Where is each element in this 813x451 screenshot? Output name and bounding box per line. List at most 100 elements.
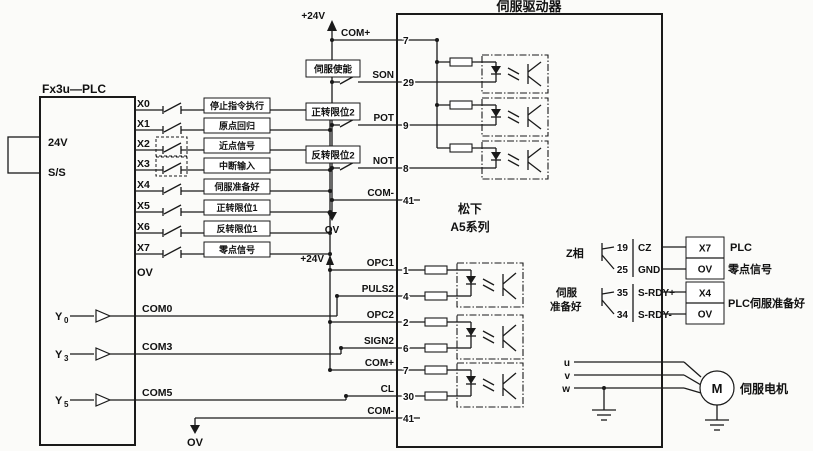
- term-x7: X7: [699, 244, 712, 255]
- brand-line2: A5系列: [450, 219, 489, 234]
- optocoupler-son: [481, 54, 549, 94]
- output-sub-y3: 3: [64, 354, 69, 363]
- not-signal: NOT: [373, 156, 394, 167]
- top-com-plus-pin: 7: [403, 36, 409, 47]
- plc-24v-label: 24V: [48, 137, 68, 149]
- plus24-arrow-mid: [326, 255, 334, 265]
- input-pin-x4: X4: [137, 179, 150, 191]
- input-pin-x0: X0: [137, 98, 150, 110]
- top-com-plus-label: COM+: [341, 28, 370, 39]
- input-label-x6: 反转限位1: [216, 223, 257, 234]
- input-pin-x3: X3: [137, 158, 150, 170]
- input-label-x2: 近点信号: [219, 140, 255, 151]
- phase-w: w: [561, 384, 570, 395]
- plc-servo-ready-tag: PLC伺服准备好: [728, 296, 805, 310]
- sign2-signal: SIGN2: [364, 336, 394, 347]
- feedback-section: Z相 19 CZ 25 GND X7 OV PLC 零点信号 伺服 准备好 35…: [550, 236, 805, 325]
- plus24-arrow-top: [327, 20, 337, 31]
- srdy-minus-pin: 34: [617, 310, 629, 321]
- mid-com-plus-signal: COM+: [365, 358, 394, 369]
- opc1-pin: 1: [403, 266, 409, 277]
- input-pin-x7: X7: [137, 242, 150, 254]
- fwd-limit2-label: 正转限位2: [311, 107, 354, 119]
- cz-pin: 19: [617, 243, 629, 254]
- srdy-plus-pin: 35: [617, 288, 629, 299]
- servo-enable-label: 伺服使能: [313, 64, 353, 76]
- plc-ss-label: S/S: [48, 167, 66, 179]
- output-sub-y5: 5: [64, 400, 69, 409]
- servo-motor-label: 伺服电机: [739, 381, 788, 396]
- opc1-signal: OPC1: [367, 258, 395, 269]
- not-pin: 8: [403, 164, 409, 175]
- earth-ground-driver: [592, 409, 616, 421]
- input-pin-x6: X6: [137, 221, 150, 233]
- pulse-signal-section: OPC1 1 PULS2 4 OPC2 2 SIGN2 6 COM+ 7 CL …: [195, 258, 524, 427]
- input-label-x4: 伺服准备好: [213, 181, 259, 192]
- optocoupler-cl: [456, 362, 524, 408]
- input-label-x3: 中断输入: [219, 160, 255, 171]
- term-ov-zero: OV: [698, 265, 713, 276]
- optocoupler-not: [481, 140, 549, 180]
- son-signal: SON: [372, 70, 394, 81]
- input-label-x0: 停止指令执行: [210, 100, 264, 111]
- input-pin-x1: X1: [137, 118, 150, 130]
- output-pin-y5: Y: [55, 395, 63, 407]
- proximity-sensor-box-x3: [155, 156, 188, 177]
- motor-m: M: [712, 381, 723, 396]
- servo-driver-title: 伺服驱动器: [495, 0, 562, 14]
- top-com-minus-label: COM-: [367, 188, 394, 199]
- output-transistor-y5: [95, 393, 112, 407]
- plus24-label-mid: +24V: [300, 254, 324, 265]
- output-transistor-y0: [95, 309, 112, 323]
- term-x4: X4: [699, 289, 712, 300]
- puls2-pin: 4: [403, 292, 409, 303]
- cl-pin: 30: [403, 392, 415, 403]
- optocoupler-puls: [456, 262, 524, 308]
- bottom-ov-label: OV: [187, 437, 204, 449]
- input-pin-x2: X2: [137, 138, 150, 150]
- sign2-pin: 6: [403, 344, 409, 355]
- mid-com-minus-pin: 41: [403, 414, 415, 425]
- plus24-label-top: +24V: [301, 11, 325, 22]
- com3-label: COM3: [142, 341, 172, 353]
- srdy-minus-signal: S-RDY-: [638, 310, 672, 321]
- rev-limit2-label: 反转限位2: [311, 150, 354, 162]
- output-pin-y3: Y: [55, 349, 63, 361]
- com5-label: COM5: [142, 387, 172, 399]
- motor-section: u v w M 伺服电机: [561, 358, 788, 431]
- puls2-signal: PULS2: [362, 284, 395, 295]
- gnd-signal: GND: [638, 265, 660, 276]
- output-pin-y0: Y: [55, 311, 63, 323]
- ready-label-1: 伺服: [555, 286, 577, 299]
- control-signal-section: +24V COM+ 7 伺服使能 SON 29 正转限位2 POT 9: [301, 11, 549, 236]
- z-phase-label: Z相: [566, 246, 584, 260]
- mid-com-plus-pin: 7: [403, 366, 409, 377]
- pot-pin: 9: [403, 121, 409, 132]
- input-pin-x5: X5: [137, 200, 150, 212]
- ready-label-2: 准备好: [550, 300, 582, 313]
- phase-v: v: [564, 371, 570, 382]
- output-sub-y0: 0: [64, 316, 69, 325]
- earth-ground-motor: [705, 419, 729, 431]
- com0-label: COM0: [142, 303, 172, 315]
- brand-line1: 松下: [458, 201, 482, 216]
- top-ov-label: OV: [325, 225, 340, 236]
- plc-title: Fx3u—PLC: [42, 82, 106, 96]
- input-label-x5: 正转限位1: [216, 202, 257, 213]
- plc-output-rows: Y 0 COM0 Y 3 COM3 Y 5 COM5 OV: [55, 294, 348, 449]
- plc-ov-label: OV: [137, 267, 154, 279]
- term-ov-ready: OV: [698, 310, 713, 321]
- ground-arrow-bottom: [190, 425, 200, 434]
- proximity-sensor-box-x2: [155, 136, 188, 157]
- mid-com-minus-signal: COM-: [367, 406, 394, 417]
- srdy-plus-signal: S-RDY+: [638, 288, 675, 299]
- pot-signal: POT: [373, 113, 394, 124]
- opc2-pin: 2: [403, 318, 409, 329]
- output-transistor-y3: [95, 347, 112, 361]
- servo-driver-box: [396, 13, 663, 448]
- gnd-pin: 25: [617, 265, 629, 276]
- plc-box: [39, 96, 136, 446]
- optocoupler-pot: [481, 97, 549, 137]
